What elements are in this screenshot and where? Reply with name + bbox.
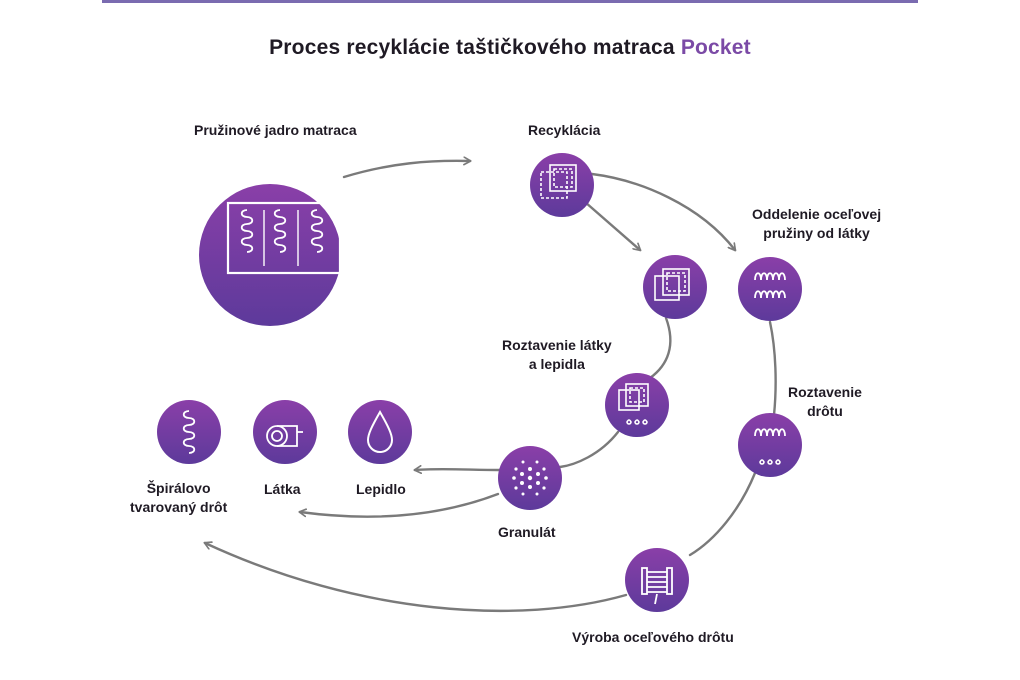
label-recycling: Recyklácia — [528, 122, 601, 138]
mattress-core-node — [199, 184, 342, 326]
wire-production-node — [625, 548, 689, 612]
fabric-layers-stitched-icon — [540, 164, 577, 199]
label-melt-wire: Roztavenie drôtu — [788, 384, 862, 419]
page-title: Proces recyklácie taštičkového matraca P… — [0, 36, 1020, 60]
label-core: Pružinové jadro matraca — [194, 122, 357, 138]
label-separation: Oddelenie oceľovej pružiny od látky — [752, 206, 882, 241]
melt-wire-node — [738, 413, 802, 477]
title-main: Proces recyklácie taštičkového matraca — [269, 36, 681, 59]
top-rule — [102, 0, 918, 3]
granulate-node — [498, 446, 562, 510]
melting-spring-icon — [754, 428, 786, 465]
wire-spool-icon — [641, 567, 673, 605]
label-glue: Lepidlo — [356, 481, 406, 497]
melt-fabric-node — [605, 373, 669, 437]
title-brand: Pocket — [680, 36, 751, 59]
fabric-node — [643, 255, 707, 319]
fabric-layers-icon — [654, 268, 690, 301]
recycling-node — [530, 153, 594, 217]
label-granulate: Granulát — [498, 524, 556, 540]
melting-fabric-icon — [618, 383, 649, 425]
label-wire-production: Výroba oceľového drôtu — [572, 629, 734, 645]
drop-icon — [366, 409, 394, 453]
cloth-node — [253, 400, 317, 464]
granulate-icon — [512, 460, 548, 496]
spiral-wire-node — [157, 400, 221, 464]
connector-lines — [205, 161, 777, 613]
label-cloth: Látka — [264, 481, 301, 497]
label-spiral-wire: Špirálovo tvarovaný drôt — [130, 480, 228, 515]
glue-node — [348, 400, 412, 464]
mattress-springs-icon — [226, 201, 342, 275]
fabric-roll-icon — [266, 425, 303, 447]
label-melt-fabric: Roztavenie látky a lepidla — [502, 337, 612, 372]
spring-node — [738, 257, 802, 321]
